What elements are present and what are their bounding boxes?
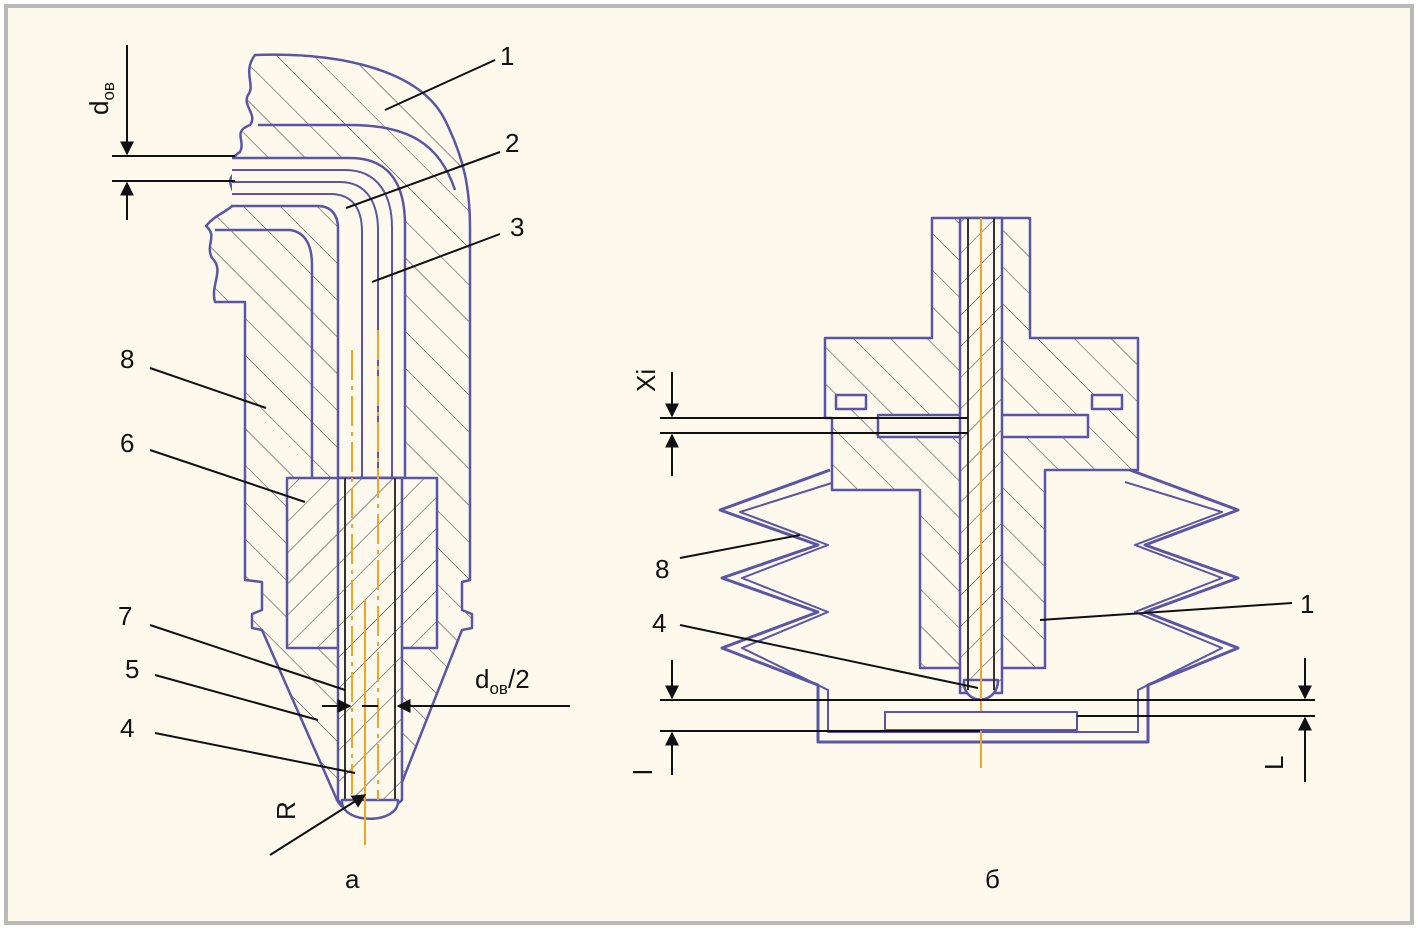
seal-left <box>834 393 868 411</box>
seal-right <box>1090 393 1124 411</box>
caption-b: б <box>985 864 1000 894</box>
label-b-4: 4 <box>652 608 666 638</box>
figure-frame <box>4 4 1414 925</box>
label-a-2: 2 <box>505 128 519 158</box>
leader-b-8 <box>679 534 801 559</box>
label-a-5: 5 <box>125 654 139 684</box>
fiber-line-1 <box>232 169 393 478</box>
label-a-8: 8 <box>120 344 134 374</box>
part-5-ferrule <box>336 476 404 811</box>
diagram-b: Xi 8 4 1 l L б <box>628 216 1315 894</box>
label-a-r: R <box>271 801 301 820</box>
label-b-1: 1 <box>1300 589 1314 619</box>
leader-7 <box>149 624 346 691</box>
part-8-bellows-inner <box>739 481 1223 733</box>
housing-inner-step <box>215 228 314 478</box>
label-a-6: 6 <box>120 428 134 458</box>
label-a-3: 3 <box>510 212 524 242</box>
leader-6 <box>149 449 306 503</box>
label-a-dov-half: dов/2 <box>475 664 530 698</box>
label-a-dov: dов <box>84 82 118 115</box>
leader-1 <box>384 59 496 111</box>
leader-4 <box>154 732 356 774</box>
leader-5 <box>154 674 319 721</box>
leader-8 <box>149 367 267 409</box>
leader-b-1 <box>1039 602 1293 621</box>
part-8-bellows <box>718 468 1240 744</box>
label-b-xi: Xi <box>631 369 661 392</box>
leader-2 <box>345 151 501 209</box>
leader-b-4 <box>679 624 979 689</box>
target-plate <box>884 711 1078 731</box>
label-b-8: 8 <box>655 554 669 584</box>
leader-r <box>269 794 367 856</box>
fiber-line-2 <box>232 181 379 478</box>
label-b-l-left: l <box>628 769 658 775</box>
label-a-4: 4 <box>120 713 134 743</box>
diagram-a: 1 2 3 8 6 7 5 4 R dов dов/2 а <box>84 41 570 894</box>
caption-a: а <box>345 864 360 894</box>
housing-inner-top <box>258 123 457 191</box>
label-a-1: 1 <box>500 41 514 71</box>
label-a-7: 7 <box>118 601 132 631</box>
leader-3 <box>371 233 501 283</box>
label-b-l-right: L <box>1259 756 1289 770</box>
